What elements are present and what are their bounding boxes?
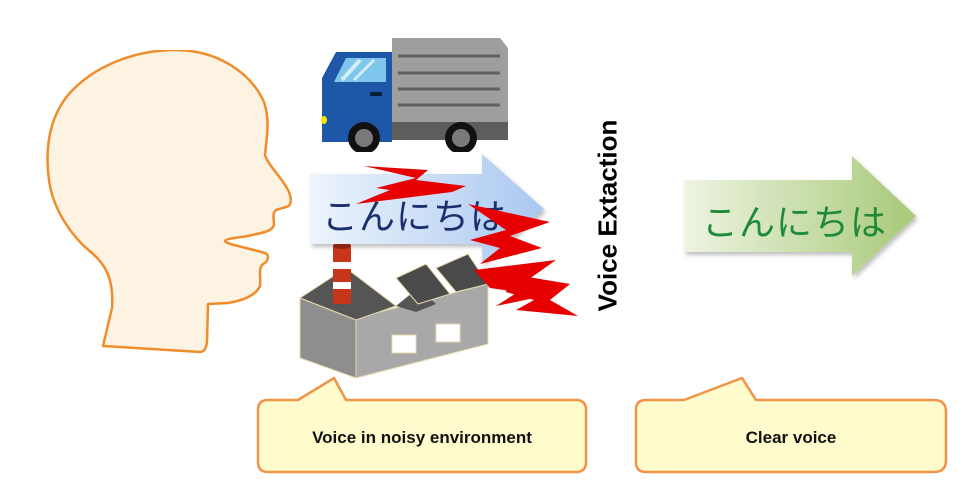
- callout-clear-voice: Clear voice: [632, 374, 952, 476]
- factory-icon: [298, 244, 498, 380]
- callout-noisy-label: Voice in noisy environment: [312, 428, 532, 447]
- voice-extraction-text: Voice Extaction: [592, 119, 623, 311]
- speaking-head-icon: [20, 50, 300, 370]
- clean-arrow-text: こんにちは: [702, 203, 888, 244]
- noisy-arrow-text: こんにちは: [322, 197, 508, 238]
- callout-clear-label: Clear voice: [745, 428, 837, 447]
- voice-extraction-label: Voice Extaction: [588, 100, 628, 330]
- noise-lightning-icon: [320, 160, 590, 330]
- clean-voice-arrow: こんにちは: [680, 152, 920, 280]
- truck-icon: [320, 34, 515, 152]
- callout-noisy-voice: Voice in noisy environment: [254, 374, 590, 476]
